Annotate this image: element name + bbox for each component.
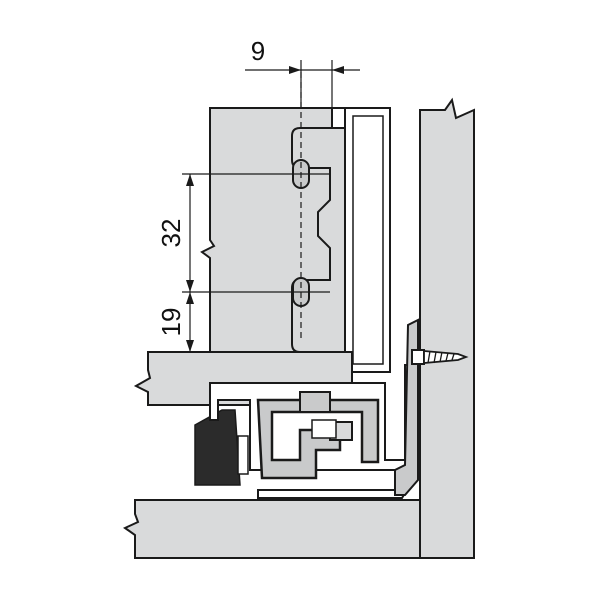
profile-top-notch: [331, 107, 346, 129]
cabinet-bottom-panel: [123, 499, 421, 559]
dimension-19: [182, 292, 210, 353]
dark-damper-block: [194, 409, 241, 486]
runner-carriage: [299, 391, 331, 413]
dimension-32-label: 32: [156, 219, 186, 248]
cabinet-side-panel: [419, 97, 475, 559]
mounting-screw: [411, 349, 469, 365]
dimension-9: [245, 60, 360, 108]
drawer-side-profile-inner: [352, 115, 384, 365]
cabinet-mounting-bracket: [394, 318, 419, 496]
runner-inner-rail: [256, 398, 380, 480]
damper-white-clip: [237, 435, 249, 475]
dimension-19-label: 19: [156, 308, 186, 337]
dimension-9-label: 9: [251, 36, 265, 66]
runner-locking-clip: [311, 419, 337, 439]
dimension-32: [182, 173, 330, 293]
